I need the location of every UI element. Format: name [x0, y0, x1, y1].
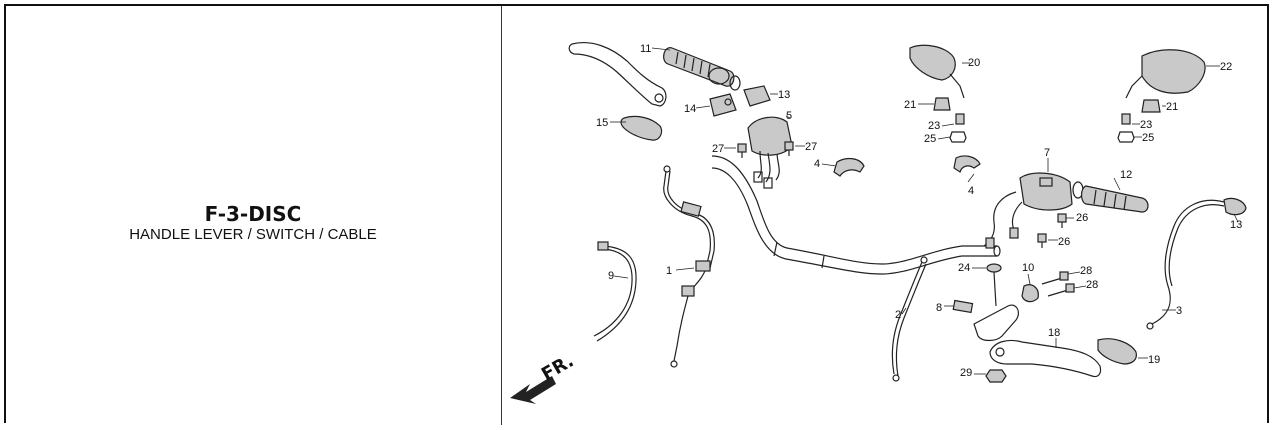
front-direction-arrow: FR.: [510, 350, 577, 404]
callout-21b: 21: [1166, 101, 1178, 113]
page-frame: [4, 4, 1269, 423]
callout-13b: 13: [1230, 219, 1242, 231]
right-switch-housing: [983, 172, 1073, 249]
clutch-cable: [1146, 197, 1247, 330]
mirror-base-left: [933, 97, 967, 143]
callout-7: 7: [1044, 147, 1050, 159]
switch-clamp-14: [709, 93, 737, 117]
callout-27b: 27: [805, 141, 817, 153]
callout-3: 3: [1176, 305, 1182, 317]
brake-switch: [952, 299, 974, 314]
cable-clip-right: [953, 155, 981, 173]
callout-28b: 28: [1086, 279, 1098, 291]
section-code: F-3-DISC: [204, 202, 302, 226]
callout-20: 20: [968, 57, 980, 69]
brake-cable: [891, 256, 928, 382]
callout-24: 24: [958, 262, 970, 274]
brake-lever: [989, 339, 1102, 378]
screw-27-right: [784, 141, 794, 156]
callout-13a: 13: [778, 89, 790, 101]
panel-divider: [501, 6, 502, 425]
callout-4a: 4: [814, 158, 820, 170]
callout-18: 18: [1048, 327, 1060, 339]
clamp-bolts: [1041, 271, 1075, 297]
callout-12: 12: [1120, 169, 1132, 181]
callout-4b: 4: [968, 185, 974, 197]
screw-27-left: [737, 143, 747, 158]
master-cylinder: [973, 304, 1020, 342]
callout-15: 15: [596, 117, 608, 129]
left-grip: [663, 47, 741, 91]
callout-11: 11: [640, 43, 651, 55]
cable-clip-left: [833, 157, 865, 177]
section-subtitle: HANDLE LEVER / SWITCH / CABLE: [129, 226, 377, 243]
handlebar: [711, 155, 1001, 275]
callout-28a: 28: [1080, 265, 1092, 277]
callout-23b: 23: [1140, 119, 1152, 131]
callout-27a: 27: [712, 143, 724, 155]
callout-5: 5: [786, 110, 792, 122]
callout-10: 10: [1022, 262, 1034, 274]
callout-25a: 25: [924, 133, 936, 145]
mirror-base-right: [1117, 99, 1161, 143]
screw-26-lower: [1037, 233, 1047, 248]
callout-29: 29: [960, 367, 972, 379]
callout-21a: 21: [904, 99, 916, 111]
right-grip: [1072, 181, 1149, 213]
callout-22: 22: [1220, 61, 1232, 73]
callout-8: 8: [936, 302, 942, 314]
lever-nut: [985, 369, 1007, 383]
master-clamp: [1021, 284, 1039, 303]
lever-cover: [620, 115, 663, 141]
front-label: FR.: [538, 350, 577, 385]
lever-cover-right: [1097, 338, 1137, 365]
mirror-left: [909, 44, 965, 99]
reservoir-cap: [986, 263, 1002, 307]
title-panel: F-3-DISC HANDLE LEVER / SWITCH / CABLE: [6, 6, 500, 425]
callout-14: 14: [684, 103, 696, 115]
callout-19: 19: [1148, 354, 1160, 366]
switch-clamp-13: [743, 85, 771, 107]
exploded-view: 11 15 14 13 5 27 27: [510, 42, 1247, 404]
parts-diagram: 11 15 14 13 5 27 27: [502, 6, 1267, 425]
throttle-cable: [663, 165, 715, 368]
mirror-right: [1125, 49, 1206, 99]
left-switch-housing: [747, 116, 793, 189]
switch-wire: [593, 241, 637, 342]
left-lever: [568, 42, 667, 107]
callout-25b: 25: [1142, 132, 1154, 144]
callout-26b: 26: [1058, 236, 1070, 248]
callout-2: 2: [895, 309, 901, 321]
callout-9: 9: [608, 270, 614, 282]
screw-26-upper: [1057, 213, 1067, 228]
callout-1: 1: [666, 265, 672, 277]
callout-26a: 26: [1076, 212, 1088, 224]
callout-23a: 23: [928, 120, 940, 132]
